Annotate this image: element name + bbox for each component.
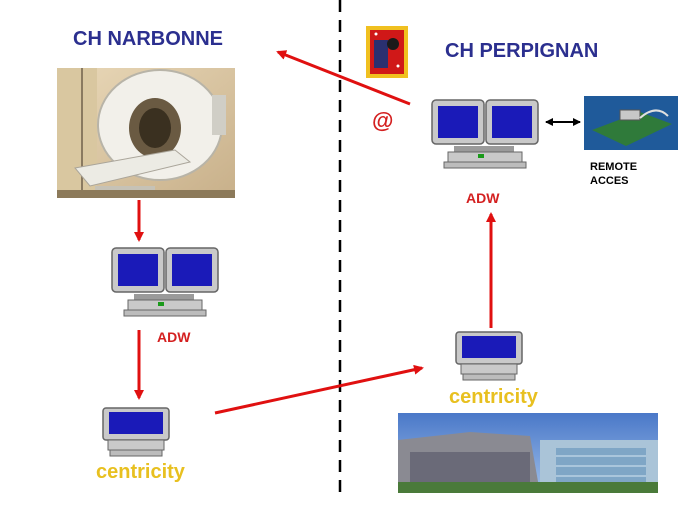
catalonia-stamp-logo bbox=[366, 26, 408, 78]
remote-access-label: REMOTE ACCES bbox=[590, 160, 637, 188]
adw-label-left: ADW bbox=[157, 329, 191, 345]
email-symbol: @ bbox=[372, 108, 394, 133]
adw-label-right: ADW bbox=[466, 190, 500, 206]
centricity-label-left: centricity bbox=[96, 461, 185, 483]
single-monitor-workstation-icon bbox=[455, 331, 523, 381]
remote-access-line1: REMOTE bbox=[590, 161, 638, 173]
ct-scanner-photo bbox=[57, 68, 235, 198]
single-monitor-workstation-icon bbox=[102, 407, 170, 457]
hospital-building-photo bbox=[398, 413, 658, 493]
remote-access-line2: ACCES bbox=[590, 175, 629, 187]
dual-monitor-workstation-icon bbox=[111, 247, 219, 317]
site-title-perpignan: CH PERPIGNAN bbox=[445, 40, 599, 62]
remote-access-device-photo bbox=[584, 96, 678, 150]
arrow-centricity-to-centricity bbox=[214, 364, 424, 415]
site-title-narbonne: CH NARBONNE bbox=[73, 28, 223, 50]
centricity-label-right: centricity bbox=[449, 386, 538, 408]
dual-monitor-workstation-icon bbox=[431, 99, 539, 169]
arrow-perpignan-to-narbonne bbox=[276, 50, 411, 106]
